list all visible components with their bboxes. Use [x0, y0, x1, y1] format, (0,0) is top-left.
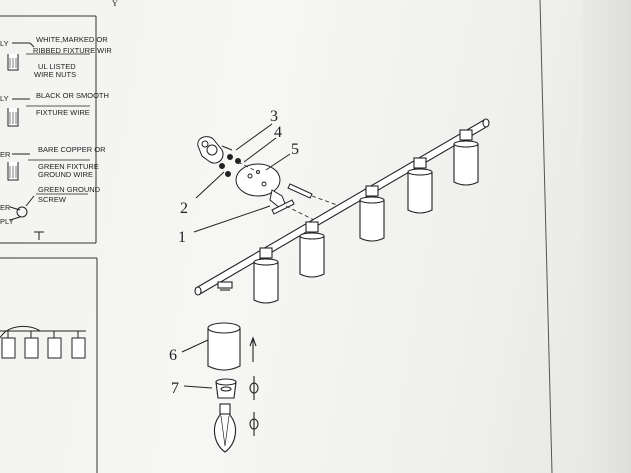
row1-line1: WHITE,MARKED OR: [36, 35, 108, 44]
wiring-row-4: GREEN GROUND SCREW ER PLY: [0, 185, 101, 240]
row1-nuts-line1: UL LISTED: [38, 62, 76, 71]
shade: [299, 221, 325, 278]
callout-7: 7: [171, 380, 179, 397]
ground-terminal-icon: [34, 231, 44, 240]
callout-5: 5: [291, 141, 299, 158]
row2-line1: BLACK OR SMOOTH: [36, 91, 109, 100]
row3-prefix: ER: [0, 150, 11, 159]
row1-prefix: LY: [0, 39, 9, 48]
callout-leaders: [181, 123, 291, 389]
wiring-row-2: LY BLACK OR SMOOTH FIXTURE WIRE: [0, 91, 109, 127]
row3-line3: GROUND WIRE: [38, 170, 93, 179]
top-heading-fragment: Y: [112, 0, 118, 8]
callout-3: 3: [270, 108, 278, 125]
fixture-overview: [0, 325, 86, 359]
row2-line2: FIXTURE WIRE: [36, 108, 90, 117]
socket-ring: [215, 376, 259, 400]
fixture-bar: [194, 118, 490, 296]
callout-6: 6: [169, 347, 177, 364]
callout-1: 1: [178, 229, 186, 246]
wiring-row-1: LY WHITE,MARKED OR RIBBED FIXTURE WIR UL…: [0, 35, 112, 79]
mounting-bracket: [197, 136, 241, 177]
shade: [253, 247, 279, 304]
row2-prefix: LY: [0, 94, 9, 103]
shade: [407, 157, 433, 214]
lamp-shades: [217, 129, 479, 304]
row3-line2: GREEN FIXTURE: [38, 162, 99, 171]
callout-2: 2: [180, 200, 188, 217]
callout-4: 4: [274, 124, 282, 141]
row1-nuts-line2: WIRE NUTS: [34, 70, 76, 79]
shade: [359, 185, 385, 242]
ground-screw-icon: [16, 206, 28, 218]
wiring-row-3: ER BARE COPPER OR GREEN FIXTURE GROUND W…: [0, 145, 106, 181]
shade: [453, 129, 479, 186]
right-border-line: [539, 0, 553, 473]
row4-line1: GREEN GROUND: [38, 185, 101, 194]
row4-line2: SCREW: [38, 195, 67, 204]
mounting-screws: [271, 183, 313, 215]
sheet-edge: [583, 0, 631, 473]
wiring-legend-box: [0, 15, 98, 473]
row3-line1: BARE COPPER OR: [38, 145, 106, 154]
row1-line2: RIBBED FIXTURE WIR: [33, 46, 112, 55]
shade: [217, 281, 233, 291]
edison-bulb-icon: [213, 403, 259, 453]
canopy-plate: [235, 163, 287, 209]
row4-prefix2: PLY: [0, 217, 14, 226]
exploded-shade: [207, 322, 257, 371]
row4-prefix1: ER: [0, 203, 11, 212]
